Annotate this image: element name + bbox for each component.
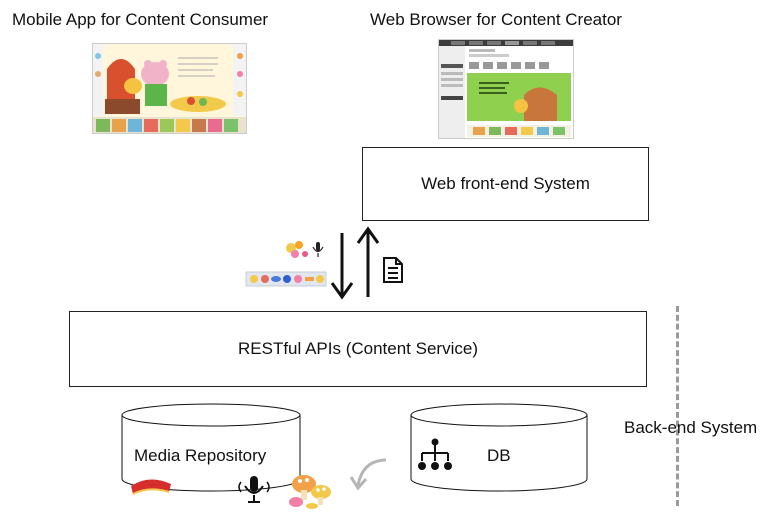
mobile-app-screenshot — [92, 43, 247, 134]
mobile-app-label: Mobile App for Content Consumer — [12, 10, 269, 29]
mushroom-icon — [289, 475, 331, 509]
web-frontend-box: Web front-end System — [362, 147, 649, 221]
backend-separator — [676, 306, 679, 506]
db-label: DB — [487, 446, 511, 465]
data-flow-arrows — [330, 226, 380, 300]
hierarchy-icon — [418, 438, 452, 470]
down-arrow-icon — [340, 290, 346, 296]
web-frontend-label: Web front-end System — [421, 174, 590, 193]
web-browser-illustration — [439, 40, 573, 138]
web-browser-screenshot — [438, 39, 574, 139]
db-cylinder — [410, 403, 588, 492]
up-arrow-icon — [366, 232, 372, 238]
mobile-app-illustration — [93, 44, 246, 133]
backend-label: Back-end System — [624, 418, 758, 437]
cap-icon — [131, 479, 171, 495]
microphone-icon — [238, 476, 270, 503]
restful-api-box: RESTful APIs (Content Service) — [69, 311, 647, 387]
thumbnail-strip — [245, 271, 327, 287]
web-browser-label: Web Browser for Content Creator — [370, 10, 622, 29]
media-icons-cluster — [286, 241, 324, 258]
media-repository-label: Media Repository — [134, 446, 267, 465]
document-icon — [383, 257, 403, 283]
restful-api-label: RESTful APIs (Content Service) — [238, 339, 478, 358]
curved-arrow-icon — [349, 458, 387, 491]
